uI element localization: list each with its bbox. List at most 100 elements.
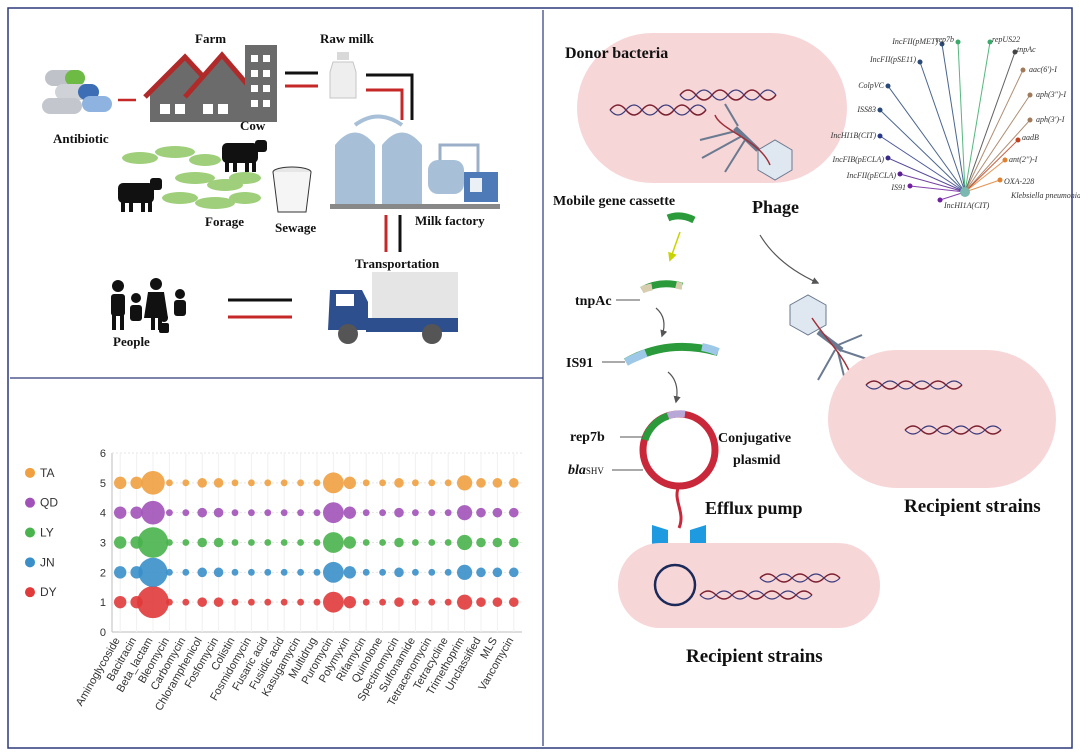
bubble-jn bbox=[114, 566, 127, 579]
bubble-ta bbox=[231, 479, 239, 487]
sewage-label: Sewage bbox=[275, 220, 316, 235]
recipient-strains-right-label: Recipient strains bbox=[904, 496, 1041, 517]
bubble-ly bbox=[457, 534, 473, 551]
network-label: IncHI1A(CIT) bbox=[943, 201, 990, 210]
bubble-qd bbox=[248, 509, 255, 517]
bla-text: bla bbox=[568, 463, 586, 478]
bubble-ta bbox=[457, 475, 473, 491]
network-edge bbox=[887, 85, 966, 193]
mobile-gene-cassette-label: Mobile gene cassette bbox=[553, 194, 675, 209]
network-node bbox=[907, 183, 913, 189]
network-label: ISS83 bbox=[856, 105, 876, 114]
farm-panel: Antibiotic Farm Raw milk bbox=[42, 31, 500, 349]
bubble-dy bbox=[457, 594, 473, 610]
conjugative-label: Conjugative bbox=[718, 431, 791, 446]
bubble-jn bbox=[231, 568, 239, 576]
bubble-ta bbox=[509, 478, 519, 488]
tnpac-label: tnpAc bbox=[575, 294, 612, 309]
bubble-jn bbox=[138, 557, 168, 587]
phage-icon bbox=[789, 294, 871, 393]
bubble-ta bbox=[141, 471, 165, 495]
milk-factory-icon bbox=[330, 114, 500, 209]
farm-label: Farm bbox=[195, 31, 226, 46]
cow-icon bbox=[118, 178, 162, 212]
link-black bbox=[366, 73, 414, 120]
bubble-dy bbox=[313, 598, 321, 606]
y-tick-label: 0 bbox=[100, 627, 106, 639]
network-node bbox=[1027, 117, 1033, 123]
bubble-ly bbox=[444, 539, 452, 546]
recipient-strains-bottom-label: Recipient strains bbox=[686, 646, 823, 667]
bubble-jn bbox=[412, 568, 419, 576]
bubble-ly bbox=[323, 532, 344, 553]
bubble-ly bbox=[313, 539, 321, 546]
cow-icon bbox=[222, 140, 267, 172]
bubble-qd bbox=[412, 509, 419, 517]
bubble-jn bbox=[166, 568, 173, 576]
bubble-qd bbox=[313, 509, 321, 517]
bubble-jn bbox=[313, 568, 321, 576]
bubble-dy bbox=[264, 598, 272, 606]
bubble-dy bbox=[297, 598, 304, 606]
bubble-qd bbox=[166, 509, 173, 517]
bubble-jn bbox=[264, 568, 272, 576]
plasmid-circle bbox=[653, 563, 697, 607]
milk-bottle-icon bbox=[329, 52, 357, 99]
bubble-ta bbox=[264, 479, 272, 487]
bubble-ly bbox=[509, 537, 519, 548]
network-node bbox=[987, 39, 993, 45]
bubble-ta bbox=[248, 479, 255, 487]
antibiotic-pills-icon bbox=[42, 70, 112, 114]
network-label: repUS22 bbox=[992, 35, 1020, 44]
network-label: IncFII(pMET) bbox=[891, 37, 938, 46]
bubble-qd bbox=[182, 509, 190, 517]
bubble-qd bbox=[428, 509, 436, 517]
legend-label: TA bbox=[40, 466, 54, 480]
bubble-jn bbox=[197, 567, 207, 578]
people-label: People bbox=[113, 334, 150, 349]
bubble-jn bbox=[444, 568, 452, 576]
bubble-ta bbox=[130, 476, 143, 490]
network-label: aadB bbox=[1022, 133, 1039, 142]
network-label: IncFIB(pECLA) bbox=[831, 155, 884, 164]
bubble-qd bbox=[114, 506, 127, 519]
network-node bbox=[877, 133, 883, 139]
network-node bbox=[937, 197, 943, 203]
network-edge bbox=[964, 69, 1024, 193]
bubble-qd bbox=[492, 507, 503, 518]
bubble-jn bbox=[509, 567, 519, 578]
bubble-ly bbox=[213, 537, 224, 548]
bubble-dy bbox=[197, 597, 207, 607]
bubble-dy bbox=[280, 598, 288, 606]
bubble-qd bbox=[264, 509, 272, 517]
network-edge bbox=[964, 139, 1019, 193]
bubble-jn bbox=[297, 568, 304, 576]
bubble-ly bbox=[197, 537, 207, 548]
bubble-dy bbox=[231, 598, 239, 606]
bubble-dy bbox=[379, 598, 386, 606]
bubble-ta bbox=[428, 479, 436, 487]
bubble-ly bbox=[394, 537, 404, 548]
bubble-qd bbox=[476, 507, 486, 518]
legend-swatch bbox=[25, 497, 35, 508]
bubble-ly bbox=[264, 539, 272, 546]
network-hub-node bbox=[960, 187, 970, 197]
bla-shv-label: blaSHV bbox=[568, 463, 604, 478]
legend-label: DY bbox=[40, 585, 57, 599]
bubble-dy bbox=[114, 595, 127, 609]
bubble-dy bbox=[362, 598, 370, 606]
network-edge bbox=[909, 185, 966, 193]
people-icon bbox=[111, 278, 186, 333]
bubble-qd bbox=[197, 507, 207, 518]
bubble-ta bbox=[444, 479, 452, 487]
network-edge bbox=[919, 61, 966, 193]
bubble-dy bbox=[343, 595, 356, 609]
antibiotic-label: Antibiotic bbox=[53, 131, 109, 146]
bubble-dy bbox=[428, 598, 436, 606]
bubble-ta bbox=[297, 479, 304, 487]
bubble-ta bbox=[412, 479, 419, 487]
bubble-jn bbox=[362, 568, 370, 576]
plasmid-strand bbox=[675, 485, 683, 529]
